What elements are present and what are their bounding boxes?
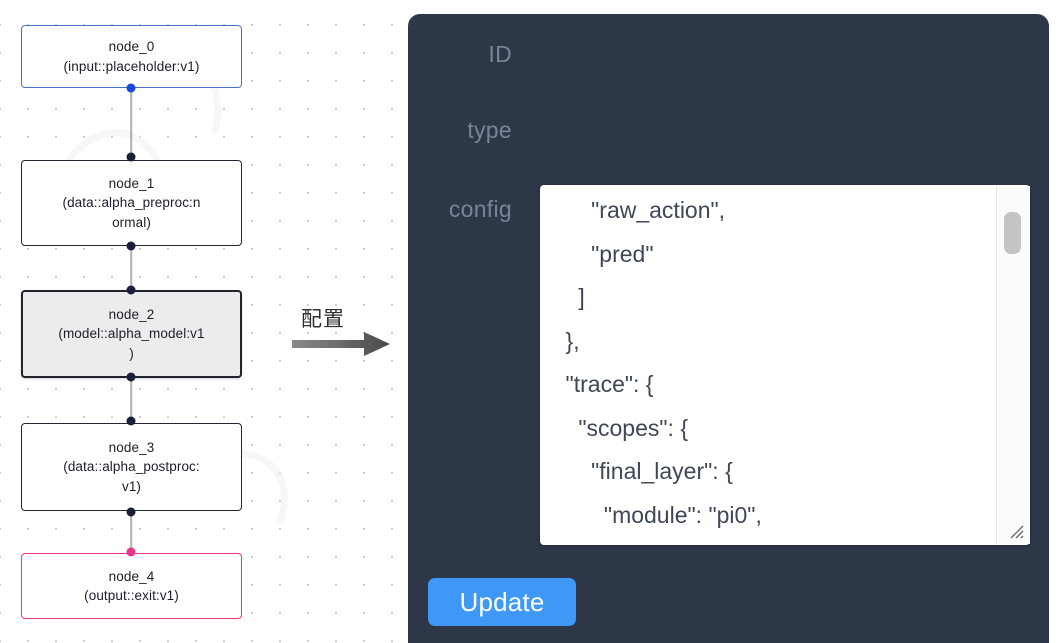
edge-node3-node4 bbox=[130, 512, 132, 552]
node_1-source-handle[interactable] bbox=[126, 241, 136, 251]
node_1-target-handle[interactable] bbox=[126, 152, 136, 162]
right-arrow-icon bbox=[292, 330, 392, 363]
edge-node1-node2 bbox=[130, 246, 132, 290]
node_3-source-handle[interactable] bbox=[126, 507, 136, 517]
flow-node-label: node_2 (model::alpha_model:v1 ) bbox=[58, 306, 205, 361]
node_3-target-handle[interactable] bbox=[126, 416, 136, 426]
flow-node-label: node_4 (output::exit:v1) bbox=[84, 568, 179, 604]
flow-node-label: node_3 (data::alpha_postproc: v1) bbox=[63, 439, 200, 494]
config-textarea-wrapper: "raw_action", "pred" ] }, "trace": { "sc… bbox=[540, 185, 1030, 545]
update-button[interactable]: Update bbox=[428, 578, 576, 626]
flow-node-node_3[interactable]: node_3 (data::alpha_postproc: v1) bbox=[21, 423, 242, 511]
arrow-label: 配置 bbox=[301, 307, 345, 331]
config-field-label: config bbox=[448, 196, 512, 222]
config-textarea[interactable]: "raw_action", "pred" ] }, "trace": { "sc… bbox=[540, 185, 1030, 545]
flow-node-node_0[interactable]: node_0 (input::placeholder:v1) bbox=[21, 25, 242, 88]
node_2-target-handle[interactable] bbox=[126, 285, 136, 295]
edge-node0-node1 bbox=[130, 88, 132, 160]
resize-handle-icon[interactable] bbox=[1008, 523, 1026, 541]
node_4-target-handle[interactable] bbox=[126, 547, 136, 557]
flow-node-label: node_0 (input::placeholder:v1) bbox=[63, 39, 200, 74]
config-scrollbar-thumb[interactable] bbox=[1004, 212, 1021, 254]
flow-node-label: node_1 (data::alpha_preproc:n ormal) bbox=[62, 175, 201, 230]
id-field-label: ID bbox=[488, 41, 512, 67]
node_2-source-handle[interactable] bbox=[126, 372, 136, 382]
edge-node2-node3 bbox=[130, 377, 132, 421]
type-field-label: type bbox=[467, 117, 512, 143]
node_0-source-handle[interactable] bbox=[126, 83, 136, 93]
flow-node-node_2[interactable]: node_2 (model::alpha_model:v1 ) bbox=[21, 290, 242, 378]
flow-node-node_4[interactable]: node_4 (output::exit:v1) bbox=[21, 553, 242, 619]
flow-node-node_1[interactable]: node_1 (data::alpha_preproc:n ormal) bbox=[21, 160, 242, 246]
